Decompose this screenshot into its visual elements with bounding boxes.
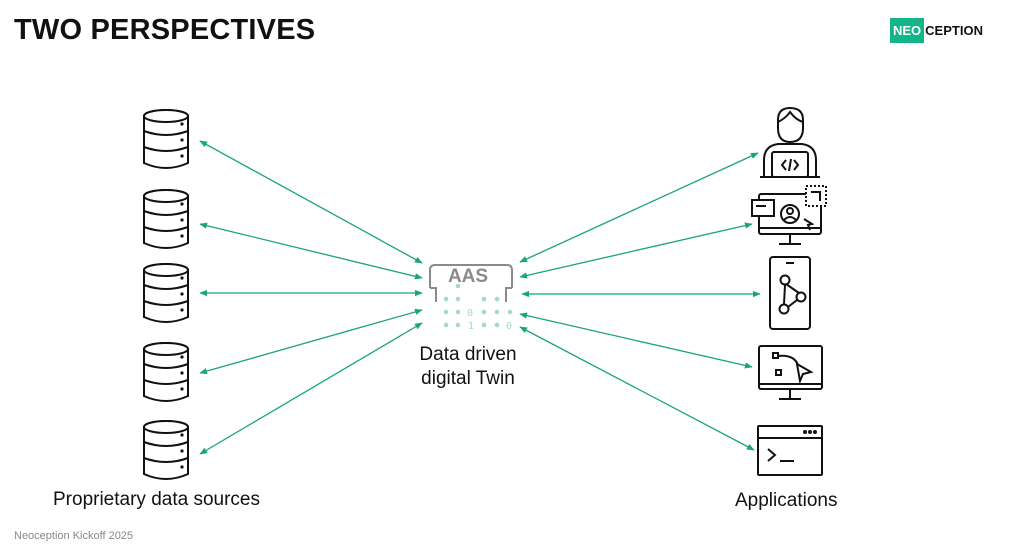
footer-text: Neoception Kickoff 2025 (14, 530, 134, 542)
aas-badge: AAS (448, 266, 488, 287)
monitor-vector-icon (758, 345, 823, 400)
aas-data-dots (443, 283, 513, 328)
arrow-left-2 (199, 222, 423, 280)
logo-text: CEPTION (925, 22, 983, 38)
database-icon (143, 263, 189, 323)
mobile-network-icon (769, 256, 811, 330)
database-icon (143, 109, 189, 169)
neoception-logo: NEO CEPTION (890, 16, 983, 44)
arrow-right-5 (519, 326, 755, 451)
arrow-left-1 (199, 140, 423, 264)
arrow-left-5 (199, 322, 423, 455)
monitor-user-icon (751, 185, 827, 245)
digital-twin-label: Data driven digital Twin (398, 343, 538, 391)
developer-icon (760, 106, 820, 178)
logo-highlight: NEO (890, 17, 925, 43)
digital-twin-label-line2: digital Twin (421, 368, 515, 389)
database-icon (143, 189, 189, 249)
database-icon (143, 420, 189, 480)
terminal-icon (757, 425, 823, 476)
right-arrows (519, 152, 761, 451)
page-title: TWO PERSPECTIVES (14, 14, 316, 46)
data-sources-label: Proprietary data sources (53, 489, 260, 510)
left-arrows (199, 140, 423, 455)
arrow-left-4 (199, 308, 423, 375)
arrow-right-2 (519, 222, 753, 279)
svg-text:0: 0 (506, 321, 512, 332)
arrow-right-4 (519, 312, 753, 369)
digital-twin-label-line1: Data driven (419, 344, 517, 365)
arrow-right-1 (519, 152, 759, 263)
database-icon (143, 342, 189, 402)
svg-text:0: 0 (467, 308, 473, 319)
svg-text:1: 1 (468, 321, 474, 332)
applications-label: Applications (735, 490, 838, 511)
aas-icon: AAS 0 1 0 (429, 264, 513, 332)
